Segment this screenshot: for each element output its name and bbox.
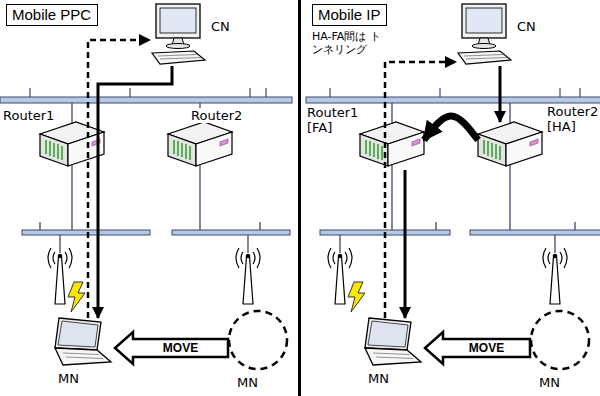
previous-position-circle <box>229 311 287 369</box>
move-label: MOVE <box>161 341 200 355</box>
uplink-arrow <box>385 62 456 318</box>
previous-position: MN <box>530 310 590 370</box>
laptop-icon <box>365 318 421 365</box>
edge-label-holder: MOVE <box>161 341 200 355</box>
node-label: MN <box>538 375 561 390</box>
host-computer: CN <box>150 4 206 66</box>
radio-bolt <box>68 282 85 312</box>
node-label: CN <box>516 19 537 34</box>
node-label: Router2 <box>190 108 243 123</box>
node-label: MN <box>236 375 259 390</box>
router: Router2 <box>168 122 232 170</box>
subnet-bar <box>470 230 600 235</box>
mobile-node: MN <box>45 318 111 366</box>
previous-position: MN <box>228 310 288 370</box>
backbone-left <box>0 88 292 103</box>
packet-arrow <box>98 66 172 318</box>
router-icon <box>360 122 424 166</box>
router: Router2 [HA] <box>478 122 542 170</box>
packet-arrow <box>424 116 478 140</box>
mobile-node: MN <box>355 318 421 366</box>
node-label: Router1 <box>2 108 55 123</box>
node-label: Router1 [FA] <box>306 105 358 135</box>
host-computer: CN <box>456 4 512 66</box>
panel-title: Mobile PPC <box>7 5 96 25</box>
computer-icon <box>458 4 511 64</box>
router-icon <box>40 122 104 166</box>
router: Router1 [FA] <box>360 122 424 170</box>
node-label: CN <box>210 19 231 34</box>
router: Router1 <box>40 122 104 170</box>
subnet-bar <box>22 230 150 235</box>
computer-icon <box>152 4 205 64</box>
previous-position-circle <box>531 311 589 369</box>
packet-arrow <box>499 66 502 122</box>
backbone-right <box>306 88 600 103</box>
radio-bolt <box>348 282 365 312</box>
node-label: Router2 [HA] <box>546 104 598 134</box>
panel-title-box: Mobile PPC <box>6 4 98 26</box>
router-icon <box>478 122 542 166</box>
tunnel-note: HA-FA間は トンネリング <box>312 30 386 56</box>
packet-arrow <box>404 170 407 318</box>
antenna-icon <box>236 248 260 304</box>
move-arrow <box>115 332 228 364</box>
panel-divider <box>298 0 301 396</box>
subnet-bar <box>172 230 290 235</box>
tunnel-note-holder: HA-FA間は トンネリング <box>312 30 386 56</box>
edge-label-holder: MOVE <box>467 341 506 355</box>
node-label: MN <box>57 371 80 386</box>
panel-title-box: Mobile IP <box>312 4 387 26</box>
antenna-icon <box>543 248 567 304</box>
laptop-icon <box>55 318 111 365</box>
panel-title: Mobile IP <box>313 5 386 25</box>
router-icon <box>168 122 232 166</box>
move-arrow <box>425 332 530 364</box>
node-label: MN <box>367 371 390 386</box>
move-label: MOVE <box>467 341 506 355</box>
